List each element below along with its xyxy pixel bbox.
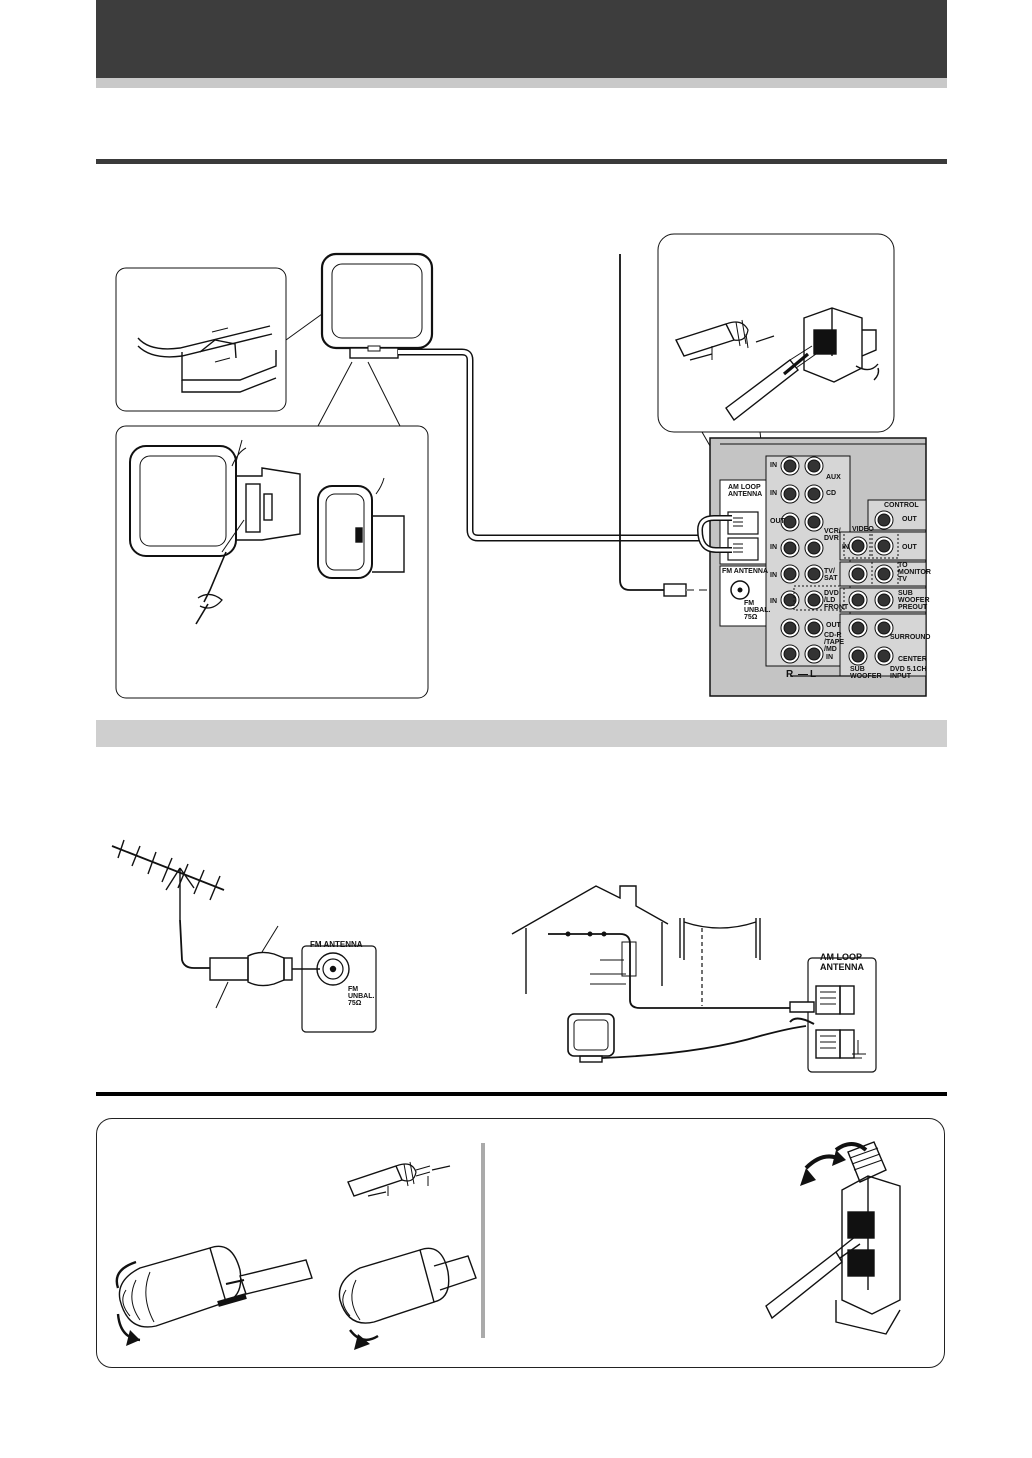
subsection-bar <box>96 720 947 747</box>
panel-am-loop-label: AM LOOP ANTENNA <box>728 484 763 498</box>
center-label: CENTER <box>898 656 927 663</box>
dvd-input-label: DVD 5.1CH INPUT <box>890 666 927 680</box>
rca-jack-center <box>783 487 797 501</box>
assembly-inset-frame <box>115 425 429 699</box>
rca-jack-center <box>807 567 821 581</box>
sub-woofer-label: SUB WOOFER <box>850 666 882 680</box>
rca-jack-center <box>783 621 797 635</box>
tips-divider <box>481 1143 485 1338</box>
rca-jack-center <box>851 649 865 663</box>
tips-panel <box>96 1118 945 1368</box>
rca-jack-center <box>807 459 821 473</box>
video-label: VIDEO <box>852 526 874 533</box>
fm-detail-unbal-label: FM UNBAL. 75Ω <box>348 986 375 1007</box>
channel-dash-label: — <box>798 669 808 680</box>
rca-jack-center <box>783 593 797 607</box>
rca-jack-center <box>851 621 865 635</box>
source-label-vcr: VCR/ DVR <box>824 528 841 542</box>
panel-fm-unbal-label: FM UNBAL. 75Ω <box>744 600 771 621</box>
fm-detail-antenna-label: FM ANTENNA <box>310 940 363 949</box>
am-loop-antenna <box>320 252 434 350</box>
rca-jack-center <box>877 539 891 553</box>
surround-label: SURROUND <box>890 634 931 641</box>
receiver-rear-panel <box>697 437 927 697</box>
rca-jack-center <box>877 567 891 581</box>
rca-jack-center <box>807 621 821 635</box>
rca-jack-center <box>783 459 797 473</box>
to-monitor-label: TO MONITOR TV <box>898 562 931 583</box>
source-label-tv: TV/ SAT <box>824 568 838 582</box>
rca-jack-center <box>783 541 797 555</box>
rca-jack-center <box>851 539 865 553</box>
rca-jack-center <box>851 593 865 607</box>
jack-label-in-cdr: IN <box>826 654 833 661</box>
rca-jack-center <box>807 487 821 501</box>
antenna-connection-illustration <box>115 233 927 699</box>
rca-jack-center <box>807 541 821 555</box>
terminal-inset-frame <box>657 233 895 433</box>
rca-jack-center <box>807 647 821 661</box>
jack-label-out-vcr: OUT <box>770 518 785 525</box>
source-label-cd: CD <box>826 490 837 497</box>
control-out-label: OUT <box>902 516 917 523</box>
source-label-dvd: DVD /LD FRONT <box>824 590 849 611</box>
bottom-rule <box>96 1092 947 1096</box>
jack-label-in-tv: IN <box>770 572 777 579</box>
am-terminal-detail <box>807 957 877 1073</box>
wiring-tips-illustration <box>115 1141 901 1350</box>
video-in-label: IN <box>842 544 849 551</box>
outdoor-antenna-illustration <box>111 839 877 1073</box>
header-underband <box>96 78 947 88</box>
jack-label-in-vcr: IN <box>770 544 777 551</box>
panel-fm-antenna-label: FM ANTENNA <box>722 568 769 575</box>
channel-l-label: L <box>810 669 817 680</box>
video-out-label: OUT <box>902 544 917 551</box>
source-label-cdr: CD-R /TAPE /MD <box>824 632 845 653</box>
rca-jack-center <box>807 515 821 529</box>
rca-jack-center <box>877 649 891 663</box>
rca-jack-center <box>807 593 821 607</box>
jack-label-in-aux: IN <box>770 462 777 469</box>
control-label: CONTROL <box>884 502 919 509</box>
sub-woofer-preout-label: SUB WOOFER PREOUT <box>898 590 930 611</box>
jack-label-in-dvd: IN <box>770 598 777 605</box>
rca-jack-center <box>877 513 891 527</box>
channel-r-label: R <box>786 669 794 680</box>
am-detail-loop-label: AM LOOP ANTENNA <box>820 952 864 972</box>
rca-jack-center <box>877 621 891 635</box>
rca-jack-center <box>783 567 797 581</box>
rca-jack-center <box>783 515 797 529</box>
jack-label-out-cdr: OUT <box>826 622 841 629</box>
section-rule <box>96 159 947 164</box>
stand-inset-frame <box>115 267 287 412</box>
header-band <box>96 0 947 78</box>
rca-jack-center <box>877 593 891 607</box>
source-label-aux: AUX <box>826 474 841 481</box>
rca-jack-center <box>783 647 797 661</box>
rca-jack-center <box>851 567 865 581</box>
fm-terminal-detail <box>301 945 377 1033</box>
jack-label-in-cd: IN <box>770 490 777 497</box>
